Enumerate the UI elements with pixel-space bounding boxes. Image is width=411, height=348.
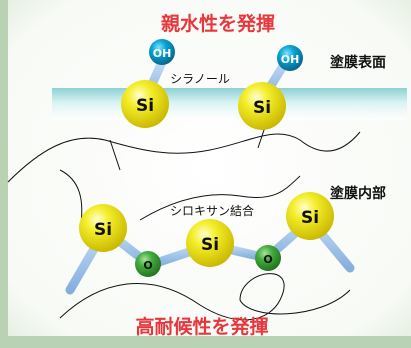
si-atom-inner-left: Si [79,204,127,252]
coating-inner-label: 塗膜内部 [330,185,386,202]
boundary-line-middle [139,175,301,221]
si-atom-inner-center: Si [186,219,234,267]
si-label: Si [94,220,112,240]
si-label: Si [136,96,154,116]
si-label: Si [201,235,219,255]
coating-surface-band [52,88,407,120]
oh-atom-right: OH [277,45,303,71]
oh-label-right: OH [281,53,300,66]
siloxane-bond-label: シロキサン結合 [170,203,254,218]
o-atom-left: O [135,251,161,277]
headline-hydrophilic: 親水性を発揮 [161,12,275,35]
oh-label-left: OH [153,47,172,60]
oh-atom-left: OH [149,39,175,65]
si-atom-inner-right: Si [286,192,334,240]
si-atom-surface-left: Si [121,80,169,128]
boundary-line-upper [7,131,361,183]
o-label: O [143,259,152,272]
coating-surface-label: 塗膜表面 [330,54,386,71]
boundary-line-link-a [109,139,121,171]
si-label: Si [301,208,319,228]
silanol-label: シラノール [170,72,230,86]
si-label: Si [253,98,271,118]
o-atom-right: O [255,245,281,271]
headline-weather-resistance: 高耐候性を発揮 [135,315,268,338]
o-label: O [263,253,272,266]
si-atom-surface-right: Si [238,82,286,130]
boundary-line-lower [59,273,351,321]
